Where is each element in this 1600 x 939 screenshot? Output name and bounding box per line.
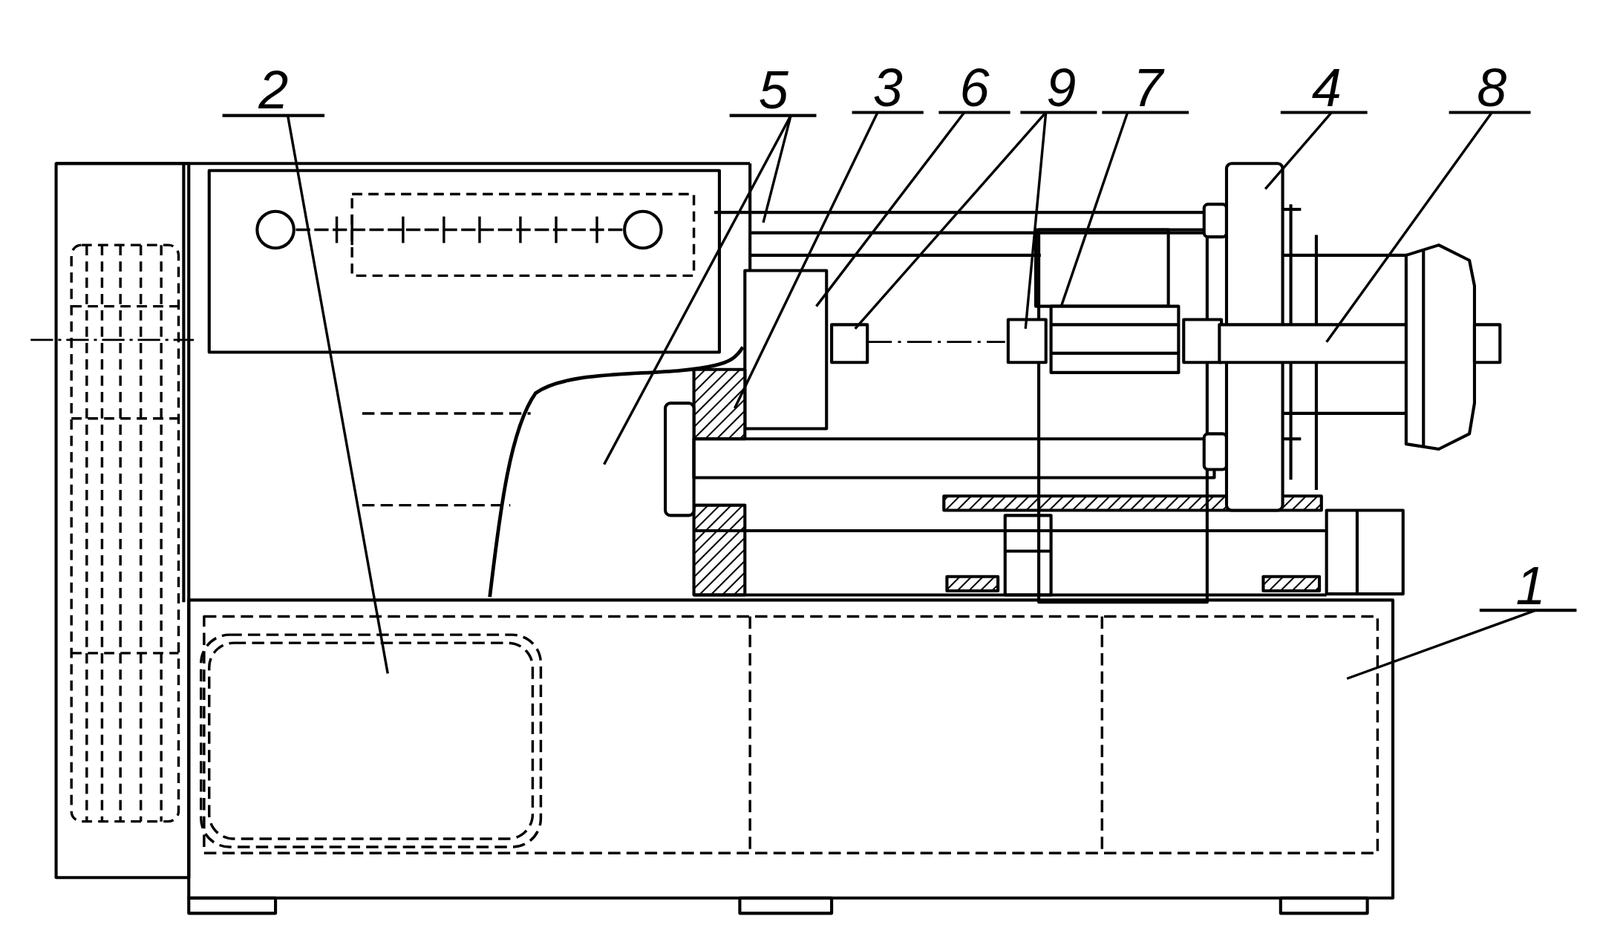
- leader-lines: [288, 112, 1537, 679]
- callout-number: 5: [758, 63, 789, 117]
- callout-number: 6: [959, 60, 989, 115]
- top-panel: [209, 170, 720, 353]
- callout-number: 4: [1311, 60, 1342, 115]
- callout-number: 7: [1132, 60, 1163, 115]
- coil-pack: [71, 245, 179, 822]
- scale-rod: [296, 214, 626, 246]
- callout-number: 8: [1476, 60, 1507, 115]
- roller: [1051, 306, 1180, 373]
- base-frame: [188, 599, 1393, 898]
- callout-underlines: [222, 112, 1577, 611]
- callout-number: 3: [873, 60, 903, 115]
- roller-bracket: [1035, 230, 1169, 307]
- callout-number: 9: [1046, 60, 1076, 115]
- motor-outline: [201, 634, 542, 848]
- callout-number: 1: [1516, 559, 1546, 613]
- left-housing: [56, 163, 190, 878]
- spindle-shaft: [1219, 324, 1408, 363]
- spindle-head: [1406, 245, 1475, 450]
- carriage-block: [744, 270, 827, 429]
- callout-number: 2: [258, 63, 289, 117]
